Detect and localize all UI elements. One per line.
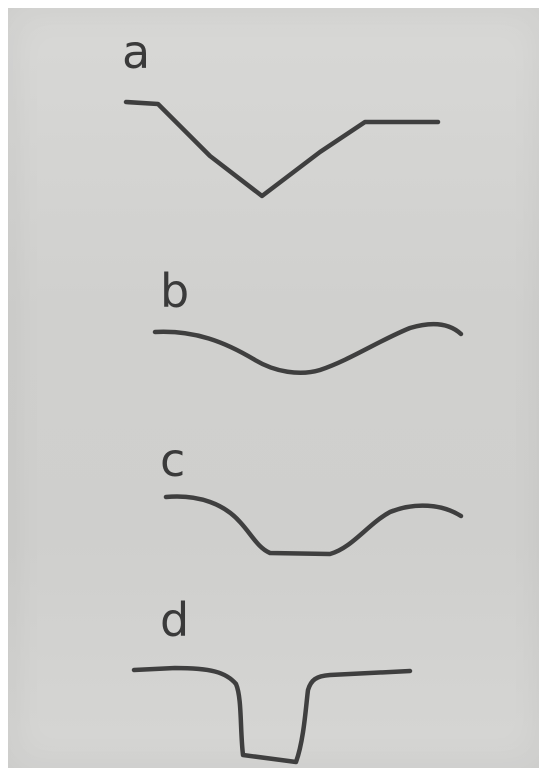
profile-a-label: a — [122, 25, 150, 79]
profile-c-group: c — [160, 433, 461, 554]
profile-d-label: d — [160, 593, 189, 647]
profile-d-group: d — [134, 593, 410, 762]
profile-c-label: c — [160, 433, 185, 487]
profile-b-label: b — [160, 264, 189, 318]
profile-c-curve — [166, 497, 461, 554]
profile-d-curve — [134, 668, 410, 762]
profile-a-curve — [126, 102, 438, 196]
profile-b-curve — [155, 324, 461, 373]
profile-a-group: a — [122, 25, 438, 196]
profile-b-group: b — [155, 264, 461, 373]
